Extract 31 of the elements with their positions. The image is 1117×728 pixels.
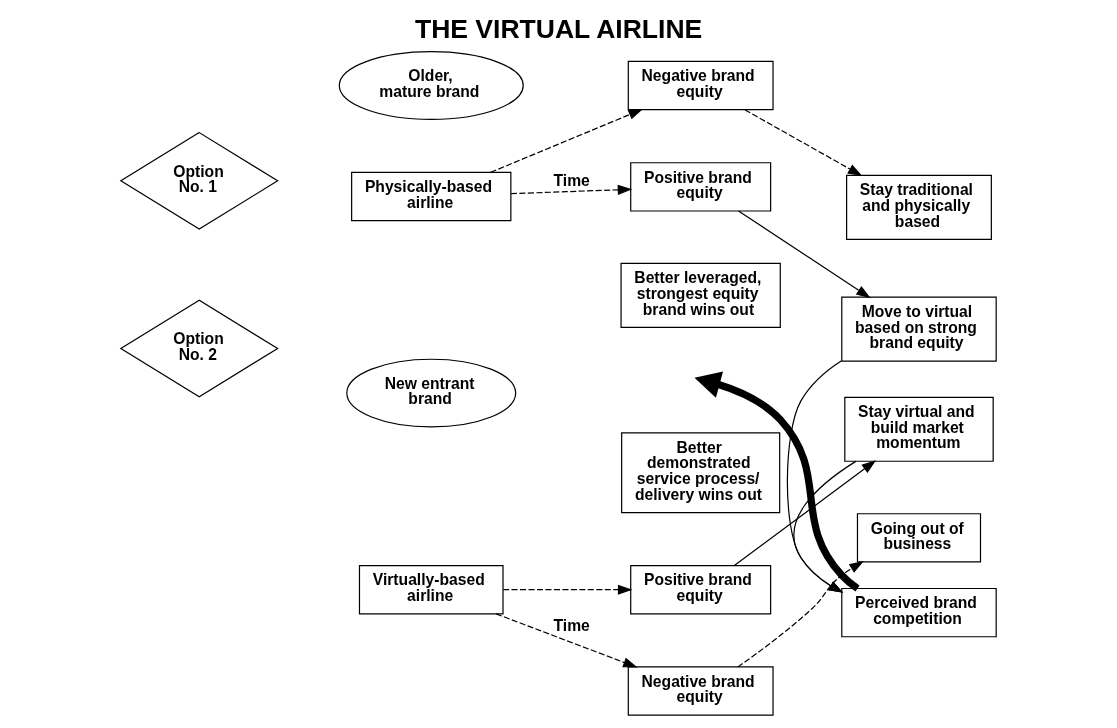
node-box: Move to virtual based on strong brand equity <box>841 296 997 362</box>
node-ellipse: New entrant brand <box>346 358 517 428</box>
arrow <box>694 371 860 592</box>
node-box: Negative brand equity <box>627 60 774 111</box>
edge-label: Time <box>553 617 590 635</box>
arrow <box>737 561 864 668</box>
node-box: Going out of business <box>856 513 982 563</box>
node-box: Negative brand equity <box>627 666 774 716</box>
node-box: Better leveraged, strongest equity brand wins out <box>620 262 781 328</box>
node-box: Positive brand equity <box>630 162 772 212</box>
node-diamond: Option No. 2 <box>119 299 279 398</box>
node-box: Stay traditional and physically based <box>846 174 992 240</box>
node-box: Stay virtual and build market momentum <box>844 396 994 462</box>
node-diamond: Option No. 1 <box>119 131 279 230</box>
arrow <box>495 613 638 668</box>
arrow <box>737 210 871 299</box>
node-box: Physically-based airline <box>351 171 512 222</box>
diagram-title: THE VIRTUAL AIRLINE <box>414 13 703 44</box>
node-box: Positive brand equity <box>630 565 772 615</box>
node-box: Virtually-based airline <box>358 565 504 615</box>
arrow <box>786 360 844 593</box>
edge-label: Time <box>553 172 590 190</box>
arrow <box>744 109 863 177</box>
arrow <box>734 460 877 566</box>
node-ellipse: Older, mature brand <box>338 51 524 120</box>
node-box: Perceived brand competition <box>841 587 997 638</box>
node-box: Better demonstrated service process/ delivery wins out <box>621 432 781 514</box>
arrow <box>490 109 643 173</box>
arrow <box>502 584 633 595</box>
arrow <box>793 460 857 593</box>
arrow <box>510 184 633 195</box>
